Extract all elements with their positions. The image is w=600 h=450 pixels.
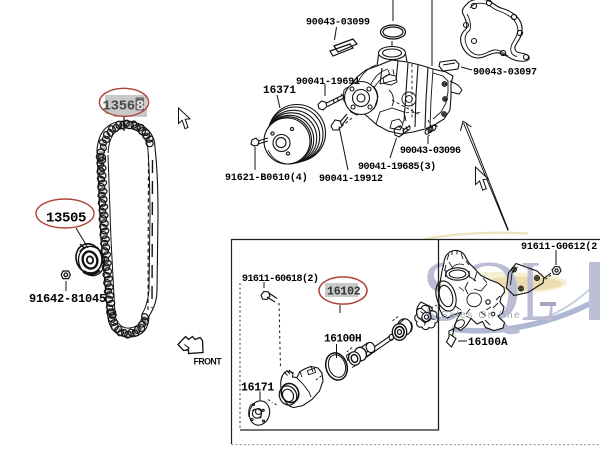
svg-text:16100H: 16100H (324, 334, 361, 346)
svg-text:16171: 16171 (241, 382, 274, 395)
svg-text:16100A: 16100A (468, 337, 508, 349)
svg-text:90041-19685(3): 90041-19685(3) (358, 161, 436, 173)
svg-text:90043-03096: 90043-03096 (400, 146, 461, 157)
svg-text:L: L (521, 242, 556, 339)
svg-text:90041-19912: 90041-19912 (319, 174, 383, 185)
svg-text:91611-60618(2): 91611-60618(2) (242, 273, 318, 285)
svg-text:90041-19691: 90041-19691 (296, 77, 360, 88)
svg-text:91621-B0610(4): 91621-B0610(4) (225, 172, 308, 184)
svg-text:Sales On line: Sales On line (441, 310, 521, 321)
svg-text:8: 8 (136, 99, 144, 115)
svg-text:91642-81045: 91642-81045 (29, 292, 106, 306)
svg-text:90043-03097: 90043-03097 (473, 68, 537, 79)
svg-text:16371: 16371 (263, 85, 296, 97)
svg-text:16102: 16102 (327, 286, 361, 299)
svg-text:91611-G0612(2: 91611-G0612(2 (521, 241, 597, 253)
svg-text:13505: 13505 (46, 211, 86, 227)
svg-text:FRONT: FRONT (194, 357, 223, 367)
svg-text:90043-03099: 90043-03099 (306, 18, 370, 29)
svg-text:1356: 1356 (103, 99, 135, 115)
